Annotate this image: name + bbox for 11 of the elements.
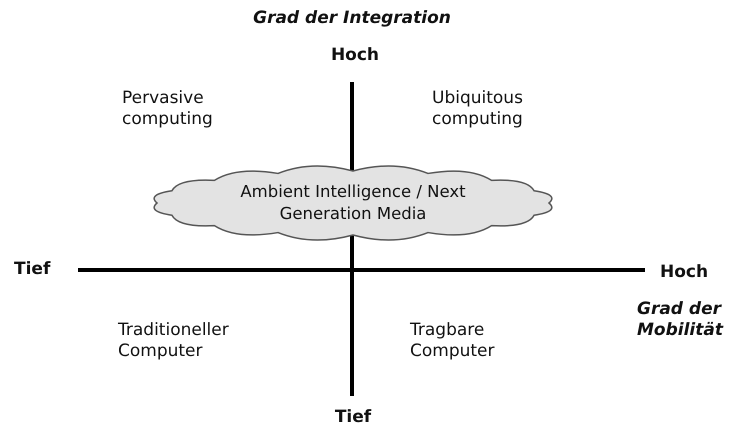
axis-end-label: Tief: [14, 259, 52, 280]
axis-title: Grad der Integration: [252, 8, 452, 29]
quadrant-label: Tragbare Computer: [410, 320, 496, 362]
quadrant-label: Traditioneller Computer: [118, 320, 230, 362]
quadrant-label: Pervasive computing: [122, 88, 214, 130]
cloud-text: Ambient Intelligence / Next Generation Media: [239, 181, 467, 225]
axis-end-label: Tief: [334, 407, 372, 428]
quadrant-label: Ubiquitous computing: [432, 88, 524, 130]
axis-end-label: Hoch: [660, 262, 710, 283]
axis-title: Grad der Mobilität: [637, 299, 724, 341]
axis-end-label: Hoch: [330, 45, 380, 66]
